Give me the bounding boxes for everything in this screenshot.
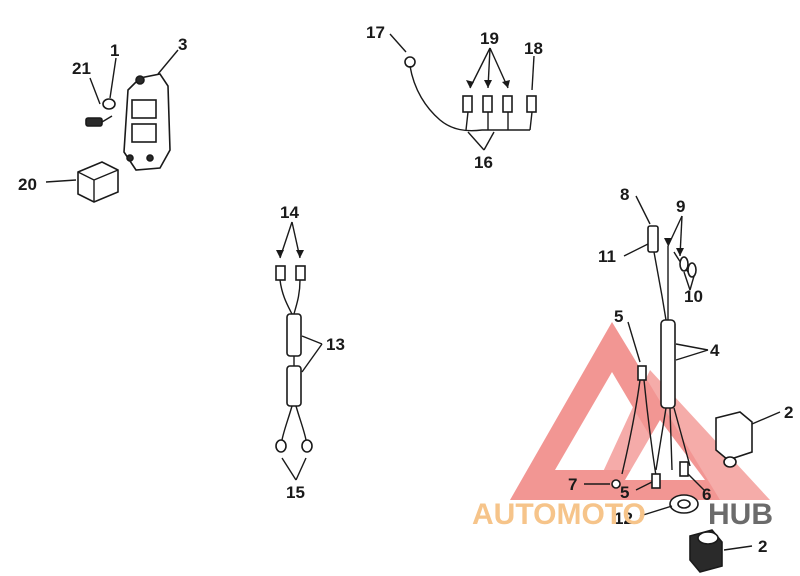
callout-15: 15 — [286, 483, 305, 502]
callout-13: 13 — [326, 335, 345, 354]
callout-21: 21 — [72, 59, 91, 78]
callout-labels: 1 3 21 20 17 19 18 16 14 13 15 8 9 11 10… — [18, 23, 793, 556]
callout-4: 4 — [710, 341, 720, 360]
ground-harness — [389, 33, 537, 151]
callout-7: 7 — [568, 475, 577, 494]
callout-14: 14 — [280, 203, 299, 222]
callout-10: 10 — [684, 287, 703, 306]
callout-16: 16 — [474, 153, 493, 172]
callout-19: 19 — [480, 29, 499, 48]
watermark-text-right: HUB — [708, 498, 773, 531]
callout-5-upper: 5 — [614, 307, 623, 326]
callout-17: 17 — [366, 23, 385, 42]
callout-12: 12 — [614, 509, 633, 528]
callout-2-lower: 2 — [758, 537, 767, 556]
callout-6: 6 — [702, 485, 711, 504]
callout-5-lower: 5 — [620, 483, 629, 502]
main-harness — [584, 195, 781, 573]
callout-2-upper: 2 — [784, 403, 793, 422]
callout-8: 8 — [620, 185, 629, 204]
watermark-logo — [510, 322, 770, 500]
callout-9: 9 — [676, 197, 685, 216]
watermark-text: AUTOMOTO HUB — [472, 498, 773, 531]
jumper-harness — [275, 221, 323, 481]
watermark-text-left: AUTOMOTO — [472, 498, 646, 531]
callout-11: 11 — [598, 247, 616, 266]
callout-3: 3 — [178, 35, 187, 54]
callout-18: 18 — [524, 39, 543, 58]
callout-20: 20 — [18, 175, 37, 194]
relay-bracket-assembly — [45, 49, 179, 203]
callout-1: 1 — [110, 41, 119, 60]
